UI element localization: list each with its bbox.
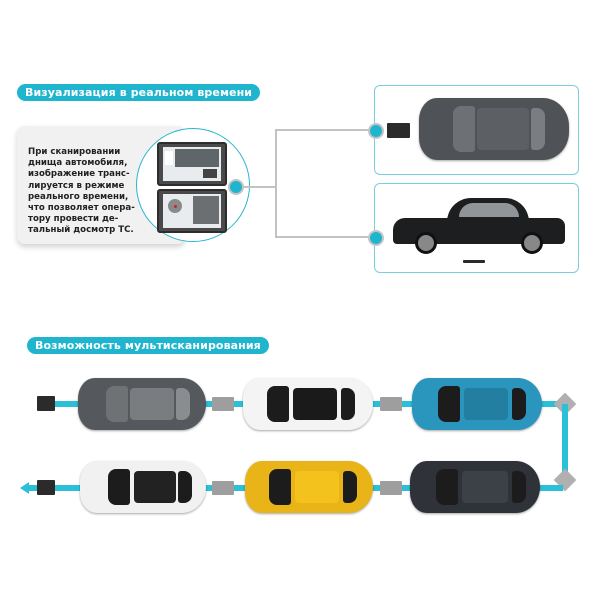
scanner-icon xyxy=(387,123,410,138)
top-view-box xyxy=(374,85,579,175)
scanner-icon-side xyxy=(463,260,485,263)
car-row2-2 xyxy=(245,461,373,513)
scanner-pad xyxy=(212,397,234,411)
scanner-start xyxy=(37,396,55,411)
connector-line-horizontal xyxy=(244,186,276,188)
connector-line-bottom xyxy=(275,236,371,238)
scanner-pad xyxy=(380,481,402,495)
description-line: что позволяет опера- xyxy=(28,203,135,214)
connector-line-vertical xyxy=(275,129,277,237)
description-line: тору провести де- xyxy=(28,214,119,225)
description-line: тальный досмотр ТС. xyxy=(28,225,134,236)
scanner-pad xyxy=(380,397,402,411)
tablet-screen-bottom xyxy=(163,194,221,228)
exit-arrow-icon xyxy=(20,482,29,494)
car-row2-3 xyxy=(410,461,540,513)
description-line: изображение транс- xyxy=(28,169,130,180)
description-line: лируется в режиме xyxy=(28,180,125,191)
scanner-end xyxy=(37,480,55,495)
tablet-bottom xyxy=(157,189,227,233)
car-row1-1 xyxy=(78,378,206,430)
section-title-multiscan: Возможность мультисканирования xyxy=(27,337,269,354)
connector-dot-tablets xyxy=(228,179,244,195)
car-row2-1 xyxy=(80,461,206,513)
car-row1-2 xyxy=(243,378,373,430)
connector-dot-side-view xyxy=(368,230,384,246)
car-side-view xyxy=(393,198,565,254)
description-line: реального времени, xyxy=(28,191,129,202)
tablet-screen-top xyxy=(163,147,221,181)
scanner-pad xyxy=(212,481,234,495)
track-vertical xyxy=(562,404,568,484)
description-text: При сканировании днища автомобиля, изобр… xyxy=(28,147,138,237)
connector-line-top xyxy=(275,129,371,131)
description-line: При сканировании xyxy=(28,147,121,157)
tablet-top xyxy=(157,142,227,186)
section-title-realtime: Визуализация в реальном времени xyxy=(17,84,261,101)
connector-dot-top-view xyxy=(368,123,384,139)
car-row1-3 xyxy=(412,378,542,430)
side-view-box xyxy=(374,183,579,273)
description-line: днища автомобиля, xyxy=(28,158,128,169)
car-top-view xyxy=(419,98,569,160)
